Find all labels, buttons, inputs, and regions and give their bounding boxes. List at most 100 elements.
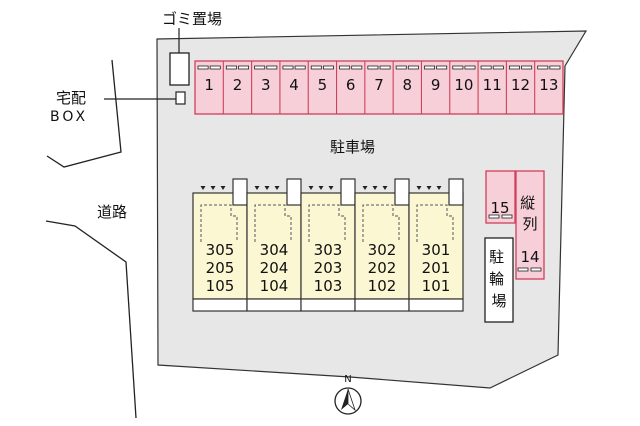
entrance-arrow-icon [372, 186, 378, 190]
parking-space-14-number: 14 [520, 248, 539, 266]
parking-wheel-stop [464, 65, 476, 70]
parking-wheel-stop [549, 65, 561, 70]
north-compass: N [334, 374, 362, 415]
building-balcony [408, 298, 464, 312]
parking-wheel-stop [225, 65, 237, 70]
parking-space-15-marker [501, 214, 513, 219]
parking-wheel-stop [452, 65, 464, 70]
parking-space-14-marker [530, 267, 542, 272]
building-stairwell [394, 178, 410, 206]
entrance-arrow-icon [220, 186, 226, 190]
buildings: 3052051053042041043032031033022021023012… [192, 178, 464, 312]
parking-wheel-stop [492, 65, 504, 70]
entrance-arrow-icon [328, 186, 334, 190]
parking-space-14-tandem [515, 170, 545, 280]
room-number: 301 [422, 241, 451, 259]
building-floor-outline [200, 204, 238, 242]
trash-bin [169, 52, 190, 86]
parking-space-number: 9 [431, 76, 441, 94]
parking-space-14-marker [517, 267, 529, 272]
parking-wheel-stop [424, 65, 436, 70]
entrance-arrow-icon [200, 186, 206, 190]
entrance-arrow-icon [362, 186, 368, 190]
delivery-box [175, 91, 186, 105]
room-number: 303 [314, 241, 343, 259]
parking-wheel-stop [197, 65, 209, 70]
room-number: 201 [422, 259, 451, 277]
compass-needle-light [347, 388, 356, 412]
parking-space-number: 10 [454, 76, 473, 94]
building-stairwell [448, 178, 464, 206]
trash-label: ゴミ置場 [162, 10, 222, 28]
building-balcony [300, 298, 356, 312]
parking-label: 駐車場 [330, 138, 375, 156]
parking-wheel-stop [395, 65, 407, 70]
entrance-arrow-icon [436, 186, 442, 190]
entrance-arrow-icon [426, 186, 432, 190]
parking-wheel-stop [254, 65, 266, 70]
room-number: 205 [206, 259, 235, 277]
building-balcony [246, 298, 302, 312]
parking-space-number: 3 [261, 76, 271, 94]
parking-space-number: 2 [233, 76, 243, 94]
parking-wheel-stop [508, 65, 520, 70]
parking-wheel-stop [436, 65, 448, 70]
parking-wheel-stop [537, 65, 549, 70]
road-edge-lower [45, 220, 137, 419]
parking-wheel-stop [339, 65, 351, 70]
parking-wheel-stop [294, 65, 306, 70]
building-body [408, 192, 464, 300]
parking-wheel-stop [379, 65, 391, 70]
building-stairwell [340, 178, 356, 206]
building-floor-outline [308, 204, 346, 242]
compass-north-label: N [344, 374, 351, 385]
parking-wheel-stop [351, 65, 363, 70]
delivery-box-label-line1: 宅配 [56, 89, 86, 107]
parking-space-number: 11 [483, 76, 502, 94]
entrance-arrow-icon [382, 186, 388, 190]
room-number: 203 [314, 259, 343, 277]
room-number: 305 [206, 241, 235, 259]
parking-wheel-stop [367, 65, 379, 70]
room-number: 103 [314, 277, 343, 295]
parking-wheel-stop [238, 65, 250, 70]
parking-space-number: 6 [346, 76, 356, 94]
parking-wheel-stop [209, 65, 221, 70]
entrance-arrow-icon [254, 186, 260, 190]
building-floor-outline [362, 204, 400, 242]
room-number: 105 [206, 277, 235, 295]
building-floor-outline [416, 204, 454, 242]
building-stairwell [232, 178, 248, 206]
road-edge-upper [46, 59, 122, 168]
road-label: 道路 [97, 203, 127, 221]
parking-wheel-stop [407, 65, 419, 70]
parking-space-number: 4 [289, 76, 299, 94]
parking-space-number: 7 [374, 76, 384, 94]
parking-space-number: 5 [318, 76, 328, 94]
room-number: 104 [260, 277, 289, 295]
entrance-arrow-icon [210, 186, 216, 190]
parking-space-15 [485, 170, 516, 224]
room-number: 302 [368, 241, 397, 259]
tandem-label: 縦 列 [520, 194, 540, 233]
entrance-arrow-icon [264, 186, 270, 190]
entrance-arrow-icon [274, 186, 280, 190]
parking-row-outline [194, 60, 564, 115]
entrance-arrow-icon [308, 186, 314, 190]
building-balcony [354, 298, 410, 312]
building-balcony [192, 298, 248, 312]
room-number: 204 [260, 259, 289, 277]
compass-needle-dark [341, 389, 348, 410]
bike-parking [484, 237, 514, 323]
entrance-arrow-icon [416, 186, 422, 190]
parking-wheel-stop [521, 65, 533, 70]
parking-wheel-stop [282, 65, 294, 70]
parking-space-number: 13 [539, 76, 558, 94]
building-body [300, 192, 356, 300]
